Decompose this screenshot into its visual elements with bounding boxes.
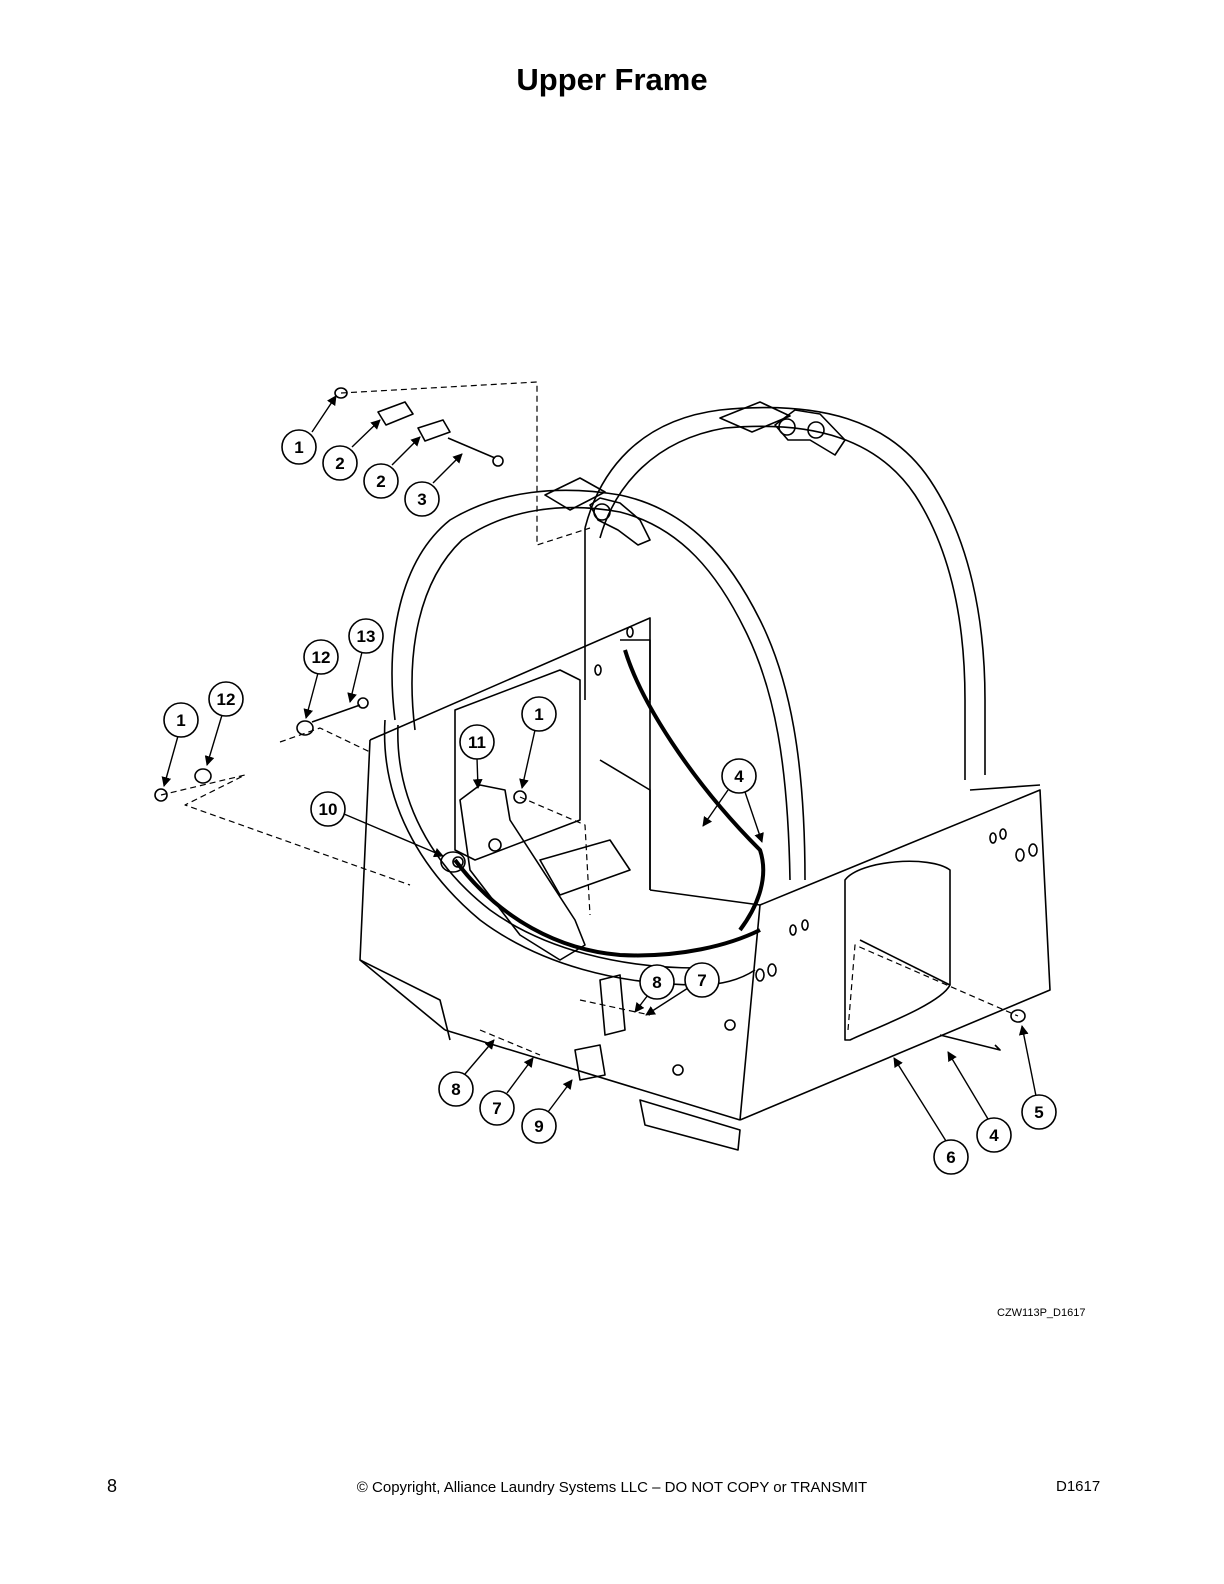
frame-box [359, 617, 1051, 1151]
bracket-9 [574, 974, 626, 1081]
callout-2-b: 2 [363, 436, 421, 499]
strap-clamps [544, 401, 846, 546]
callout-8-right: 8 [634, 964, 675, 1013]
callout-8-left: 8 [438, 1039, 495, 1107]
callout-4-upper: 4 [702, 758, 764, 843]
callout-label: 7 [697, 971, 706, 990]
callout-label: 1 [294, 438, 303, 457]
seal-strip-lower [939, 1034, 1001, 1051]
callout-7-right: 7 [645, 962, 720, 1016]
document-id: D1617 [1056, 1478, 1101, 1495]
callout-1-top: 1 [281, 395, 337, 465]
callout-label: 4 [734, 767, 744, 786]
callout-6: 6 [893, 1057, 969, 1175]
callout-label: 5 [1034, 1103, 1043, 1122]
hardware-top [334, 387, 504, 467]
callout-label: 8 [451, 1080, 460, 1099]
callout-label: 2 [376, 472, 385, 491]
page-title: Upper Frame [516, 62, 708, 97]
copyright-notice: © Copyright, Alliance Laundry Systems LL… [356, 1479, 868, 1496]
callout-label: 8 [652, 973, 661, 992]
callout-11: 11 [459, 724, 495, 789]
callouts: 1 2 2 3 13 [161, 395, 1057, 1175]
callout-label: 6 [946, 1148, 955, 1167]
callout-13: 13 [347, 618, 384, 703]
drawing-id: CZW113P_D1617 [997, 1307, 1086, 1319]
holes [594, 626, 1038, 1076]
callout-label: 1 [176, 711, 185, 730]
callout-label: 12 [312, 648, 331, 667]
exploded-dashed-lines [160, 381, 1019, 1056]
page-number: 8 [107, 1476, 118, 1496]
bumper-10 [440, 851, 466, 873]
callout-7-left: 7 [479, 1057, 534, 1126]
callout-label: 4 [989, 1126, 999, 1145]
callout-label: 11 [468, 733, 486, 752]
callout-label: 2 [335, 454, 344, 473]
callout-label: 1 [534, 705, 543, 724]
hardware-left [154, 697, 527, 804]
bracket-11 [459, 784, 586, 961]
callout-12-b: 12 [204, 681, 244, 766]
frame-drawing [154, 381, 1051, 1151]
callout-9: 9 [521, 1079, 573, 1144]
callout-1-left: 1 [161, 702, 199, 787]
callout-3: 3 [404, 453, 463, 517]
callout-label: 7 [492, 1099, 501, 1118]
side-cutout [844, 860, 951, 1041]
callout-4-lower: 4 [947, 1051, 1012, 1153]
callout-label: 9 [534, 1117, 543, 1136]
callout-12-a: 12 [303, 639, 339, 719]
callout-label: 3 [417, 490, 426, 509]
callout-label: 12 [217, 690, 236, 709]
callout-10: 10 [310, 791, 444, 858]
callout-5: 5 [1018, 1025, 1057, 1130]
rear-strap [584, 406, 986, 780]
callout-2-a: 2 [322, 419, 381, 481]
front-strap [391, 489, 806, 881]
callout-label: 10 [319, 800, 338, 819]
bolt-5 [1010, 1009, 1026, 1023]
callout-1-center: 1 [519, 696, 557, 789]
callout-label: 13 [357, 627, 376, 646]
